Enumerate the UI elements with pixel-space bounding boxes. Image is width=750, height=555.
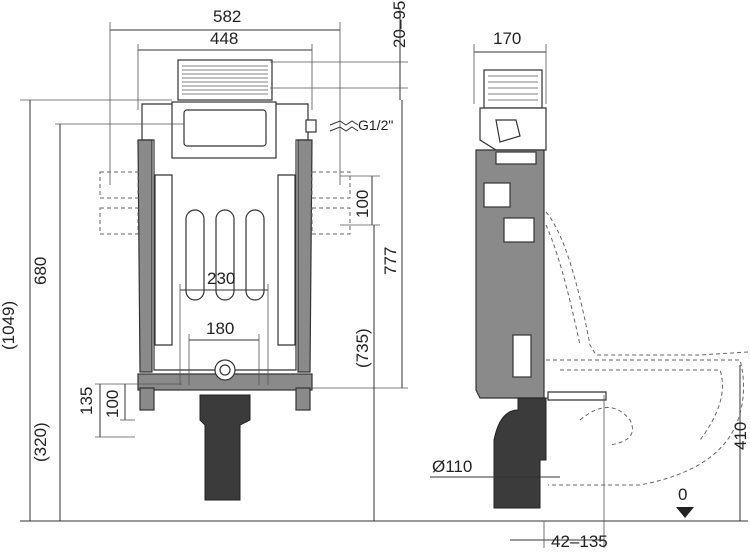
dim-735-label: (735) — [353, 328, 372, 368]
dim-170-label: 170 — [493, 29, 521, 48]
dim-135-label: 135 — [77, 387, 96, 415]
dim-582-label: 582 — [213, 7, 241, 26]
toilet-bowl-outline — [545, 211, 749, 356]
drain-pipe-front — [199, 394, 251, 501]
dim-110-label: Ø110 — [432, 457, 472, 476]
floor-marker-icon — [676, 507, 694, 518]
dim-180-label: 180 — [206, 319, 234, 338]
side-view: 170 Ø110 410 0 42–135 — [430, 29, 750, 551]
dim-230-label: 230 — [207, 269, 235, 288]
frame-left-rail — [137, 139, 153, 373]
dim-100-left-label: 100 — [103, 390, 122, 418]
dim-1049-label: (1049) — [0, 301, 18, 350]
dim-42-135-label: 42–135 — [551, 532, 608, 551]
dim-g12-label: G1/2" — [358, 117, 393, 133]
dim-680-label: 680 — [31, 257, 50, 285]
dim-448-label: 448 — [210, 29, 238, 48]
dim-100-right-label: 100 — [353, 190, 372, 218]
flush-box — [177, 59, 273, 101]
dim-777-label: 777 — [381, 247, 400, 275]
dim-410-label: 410 — [731, 422, 750, 450]
dim-zero-label: 0 — [678, 485, 687, 504]
dim-320-label: (320) — [31, 422, 50, 462]
front-view: 582 448 — [0, 1, 409, 521]
drain-pipe-side — [493, 397, 547, 509]
frame-right-rail — [297, 139, 313, 373]
